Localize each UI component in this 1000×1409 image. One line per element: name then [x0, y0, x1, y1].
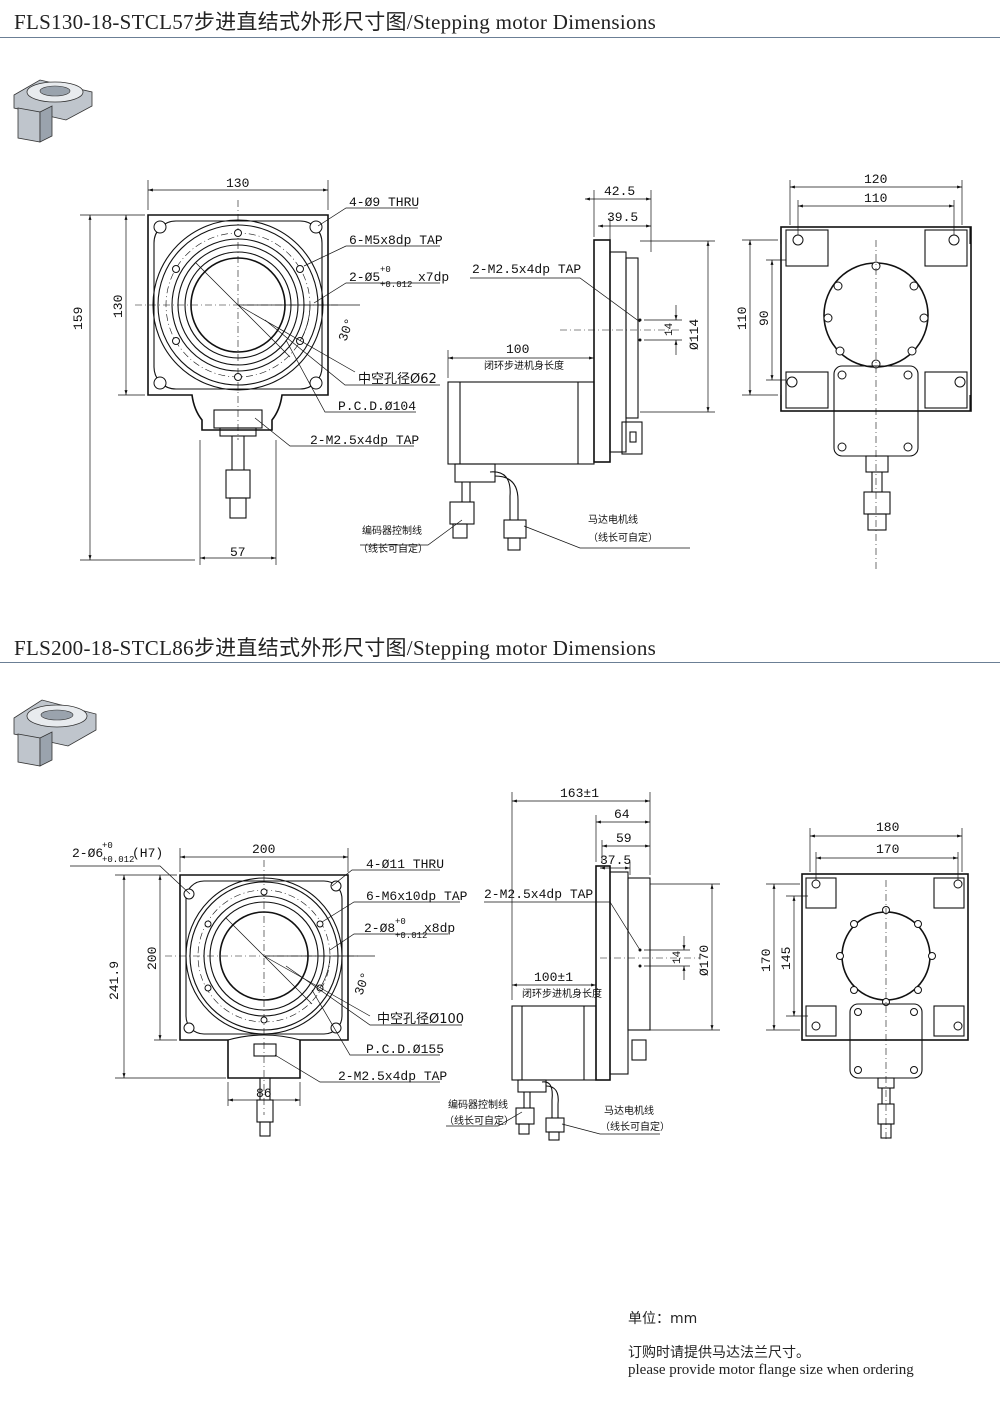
- callout-side-tap: 2-M2.5x4dp TAP: [472, 262, 581, 277]
- dim-side-diameter: Ø114: [687, 319, 702, 350]
- dim-back-height-outer: 110: [735, 307, 750, 330]
- side-labels-fls130: 64 42.5 39.5 2-M2.5x4dp TAP Ø114 14 100 …: [358, 184, 702, 555]
- side-labels-fls200: 163±1 64 59 37.5 2-M2.5x4dp TAP Ø170 14 …: [444, 786, 712, 1133]
- dim-back-width-inner: 170: [876, 842, 899, 857]
- body-length-caption: 闭环步进机身长度: [522, 987, 602, 1000]
- back-view-fls200: [766, 828, 969, 1140]
- dim-side-small: 14: [672, 950, 684, 964]
- callout-dowel-holes: 2-Ø6: [72, 846, 103, 861]
- dim-back-width-outer: 120: [864, 172, 887, 187]
- motor-cable-note: （线长可自定）: [600, 1120, 670, 1133]
- back-labels-fls200: 180 170 170 145: [759, 820, 899, 972]
- front-view-fls130: [80, 180, 440, 565]
- unit-note: 单位：mm: [628, 1311, 698, 1327]
- callout-m25-tap: 2-M2.5x4dp TAP: [338, 1069, 447, 1084]
- callout-m25-tap: 2-M2.5x4dp TAP: [310, 433, 419, 448]
- callout-pin-tol-upper: +0: [395, 917, 406, 927]
- callout-pcd: P.C.D.Ø104: [338, 399, 416, 414]
- section-divider: [0, 662, 1000, 663]
- dim-back-height-inner: 90: [757, 310, 772, 326]
- dim-side-diameter: Ø170: [697, 945, 712, 976]
- callout-hollow-bore: 中空孔径Ø62: [358, 372, 437, 387]
- dim-bottom-width: 86: [256, 1086, 272, 1101]
- callout-thru-holes: 4-Ø11 THRU: [366, 857, 444, 872]
- callout-tap-holes: 6-M5x8dp TAP: [349, 233, 443, 248]
- dim-body-length: 100±1: [534, 970, 573, 985]
- back-labels-fls130: 120 110 110 90: [735, 172, 887, 330]
- dim-back-height-outer: 170: [759, 949, 774, 972]
- angle-label: 30°: [352, 970, 374, 997]
- dim-height-inner: 130: [111, 295, 126, 318]
- back-view-fls130: [742, 180, 972, 570]
- section-divider: [0, 37, 1000, 38]
- encoder-cable-label: 编码器控制线: [362, 524, 422, 537]
- callout-dowel-tol-upper: +0: [102, 841, 113, 851]
- callout-dowel-tol-lower: +0.012: [102, 855, 134, 865]
- side-view-fls130: [360, 190, 715, 551]
- motor-cable-label: 马达电机线: [588, 513, 638, 526]
- callout-pcd: P.C.D.Ø155: [366, 1042, 444, 1057]
- dim-side-overall: 163±1: [560, 786, 599, 801]
- dim-side-length-b: 59: [616, 831, 632, 846]
- callout-pin-depth: x7dp: [418, 270, 449, 285]
- dim-height-outer: 241.9: [107, 961, 122, 1000]
- callout-thru-holes: 4-Ø9 THRU: [349, 195, 419, 210]
- dim-back-height-inner: 145: [779, 947, 794, 970]
- encoder-cable-note: （线长可自定）: [444, 1114, 514, 1127]
- front-labels-fls200: 200 241.9 200 86 2-Ø6 +0 +0.012 (H7) 4-Ø…: [72, 841, 468, 1101]
- product-thumbnail-fls200: [13, 699, 97, 767]
- motor-cable-note: （线长可自定）: [588, 531, 658, 544]
- dim-side-length-a: 64: [614, 807, 630, 822]
- dim-height-outer: 159: [71, 307, 86, 330]
- callout-tap-holes: 6-M6x10dp TAP: [366, 889, 468, 904]
- callout-pin-tol-lower: +0.012: [380, 280, 412, 290]
- encoder-cable-label: 编码器控制线: [448, 1098, 508, 1111]
- body-length-caption: 闭环步进机身长度: [484, 359, 564, 372]
- section-title-fls130: FLS130-18-STCL57步进直结式外形尺寸图/Stepping moto…: [14, 10, 657, 34]
- dim-width: 200: [252, 842, 275, 857]
- callout-pin-tol-lower: +0.012: [395, 931, 427, 941]
- dim-back-width-outer: 180: [876, 820, 899, 835]
- dim-height-inner: 200: [145, 947, 160, 970]
- dim-width: 130: [226, 176, 249, 191]
- side-view-fls200: [446, 792, 720, 1141]
- section-title-fls200: FLS200-18-STCL86步进直结式外形尺寸图/Stepping moto…: [14, 636, 657, 660]
- dim-side-length-c: 37.5: [600, 853, 631, 868]
- front-view-fls200: [70, 848, 462, 1137]
- callout-pin-tol-upper: +0: [380, 265, 391, 275]
- callout-pin-depth: x8dp: [424, 921, 455, 936]
- angle-label: 30°: [336, 316, 358, 343]
- callout-pin-holes: 2-Ø5: [349, 270, 380, 285]
- callout-side-tap: 2-M2.5x4dp TAP: [484, 887, 593, 902]
- dim-bottom-width: 57: [230, 545, 246, 560]
- motor-cable-label: 马达电机线: [604, 1104, 654, 1117]
- dim-side-small: 14: [664, 322, 676, 336]
- encoder-cable-note: （线长可自定）: [358, 542, 428, 555]
- dim-body-length: 100: [506, 342, 529, 357]
- dim-side-length-b: 39.5: [607, 210, 638, 225]
- dim-back-width-inner: 110: [864, 191, 887, 206]
- order-note-cn: 订购时请提供马达法兰尺寸。: [628, 1345, 810, 1361]
- callout-hollow-bore: 中空孔径Ø100: [377, 1012, 464, 1027]
- dim-side-length-a: 42.5: [604, 184, 635, 199]
- front-labels-fls130: 130 159 130 57 4-Ø9 THRU 6-M5x8dp TAP 2-…: [71, 176, 449, 560]
- product-thumbnail-fls130: [13, 79, 93, 143]
- order-note-en: please provide motor flange size when or…: [628, 1362, 914, 1378]
- callout-dowel-fit: (H7): [132, 846, 163, 861]
- callout-pin-holes: 2-Ø8: [364, 921, 395, 936]
